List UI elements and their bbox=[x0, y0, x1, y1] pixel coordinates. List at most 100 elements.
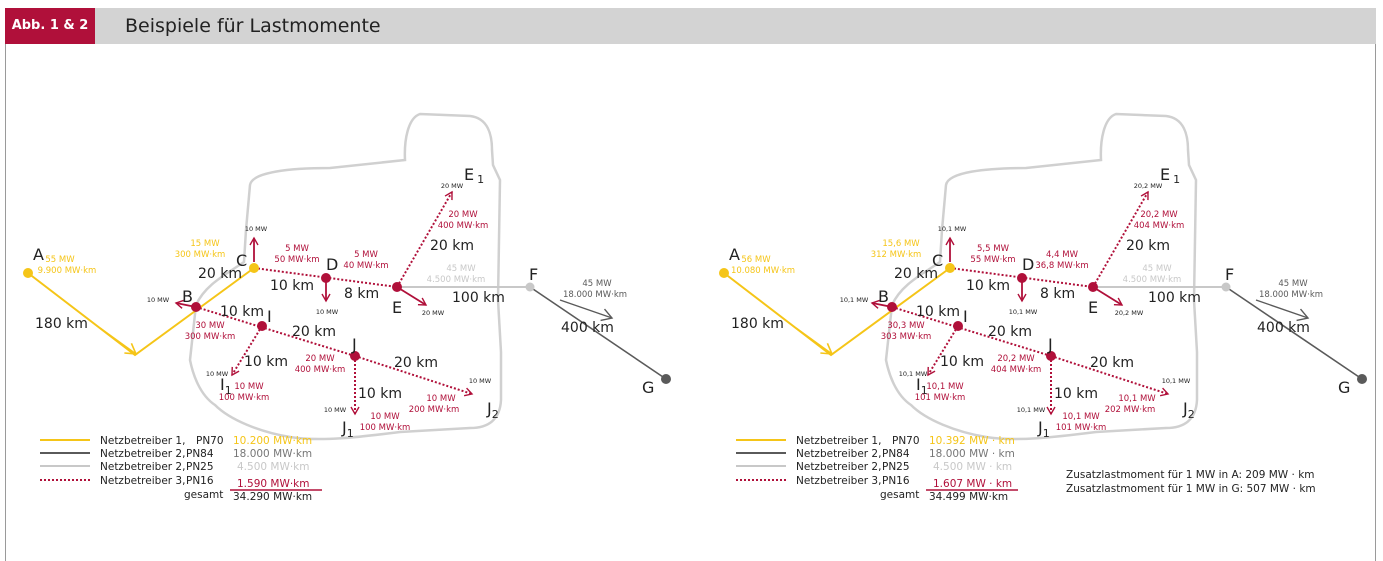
node-label-j1: J1 bbox=[341, 418, 354, 440]
annotation-fg-mw: 45 MW bbox=[582, 279, 612, 289]
legend-name-2: Netzbetreiber 2, bbox=[796, 448, 881, 460]
figure-title: Beispiele für Lastmomente bbox=[125, 15, 381, 37]
distance-ij: 20 km bbox=[988, 324, 1032, 340]
distance-bc: 20 km bbox=[198, 266, 242, 282]
annotation-ij-mwkm: 404 MW·km bbox=[991, 365, 1042, 375]
distance-ii1: 10 km bbox=[244, 354, 288, 370]
annotation-bi-mwkm: 300 MW·km bbox=[185, 332, 236, 342]
annotation-bi-mwkm: 303 MW·km bbox=[881, 332, 932, 342]
node-label-j1: J1 bbox=[1037, 418, 1050, 440]
legend-name-3: Netzbetreiber 2, bbox=[100, 461, 185, 473]
annotation-cd-mwkm: 50 MW·km bbox=[274, 255, 319, 265]
annotation-ii1-mw: 10 MW bbox=[234, 382, 264, 392]
annotation-a-mwkm: 10.080 MW·km bbox=[731, 266, 795, 276]
annotation-c-mw: 15,6 MW bbox=[882, 239, 920, 249]
distance-ij: 20 km bbox=[292, 324, 336, 340]
annotation-de-mw: 4,4 MW bbox=[1046, 250, 1079, 260]
annotation-ij-mw: 20 MW bbox=[305, 354, 335, 364]
annotation-ee1-mw: 20 MW bbox=[448, 210, 478, 220]
legend-val-3: 4.500 MW · km bbox=[933, 461, 1012, 473]
load-label-e1: 20,2 MW bbox=[1134, 182, 1163, 190]
annotation-jj2-mw: 10,1 MW bbox=[1118, 394, 1156, 404]
legend-name-3: Netzbetreiber 2, bbox=[796, 461, 881, 473]
distance-ab: 180 km bbox=[35, 316, 88, 332]
legend-total-val: 34.290 MW·km bbox=[233, 491, 312, 503]
annotation-bi-mw: 30 MW bbox=[195, 321, 225, 331]
annotation-a-mw: 55 MW bbox=[45, 255, 75, 265]
node-label-d: D bbox=[1022, 255, 1034, 274]
distance-bi: 10 km bbox=[916, 304, 960, 320]
figure-tag: Abb. 1 & 2 bbox=[5, 8, 95, 44]
node-label-i1: I1 bbox=[916, 375, 928, 397]
annotation-c-mwkm: 312 MW·km bbox=[871, 250, 922, 260]
annotation-ef-mwkm: 4.500 MW·km bbox=[427, 275, 486, 285]
legend-pn-2: PN84 bbox=[882, 448, 910, 460]
legend-val-1: 10.392 MW · km bbox=[929, 435, 1015, 447]
node-label-d: D bbox=[326, 255, 338, 274]
distance-ii1: 10 km bbox=[940, 354, 984, 370]
annotation-cd-mwkm: 55 MW·km bbox=[970, 255, 1015, 265]
distance-de: 8 km bbox=[344, 286, 379, 302]
annotation-de-mwkm: 36,8 MW·km bbox=[1035, 261, 1088, 271]
annotation-ij-mw: 20,2 MW bbox=[997, 354, 1035, 364]
distance-jj2: 20 km bbox=[394, 355, 438, 371]
load-label-j1: 10 MW bbox=[324, 406, 347, 414]
distance-ef: 100 km bbox=[452, 290, 505, 306]
legend-pn-2: PN84 bbox=[186, 448, 214, 460]
node-label-f: F bbox=[1225, 265, 1234, 284]
node-label-c: C bbox=[932, 251, 943, 270]
node-label-g: G bbox=[642, 378, 654, 397]
note-line-2: Zusatzlastmoment für 1 MW in G: 507 MW ·… bbox=[1066, 483, 1316, 495]
load-label-c: 10,1 MW bbox=[938, 225, 967, 233]
annotation-ii1-mwkm: 101 MW·km bbox=[915, 393, 966, 403]
node-label-a: A bbox=[729, 245, 740, 264]
annotation-ii1-mw: 10,1 MW bbox=[926, 382, 964, 392]
note-line-1: Zusatzlastmoment für 1 MW in A: 209 MW ·… bbox=[1066, 469, 1315, 481]
node-label-b: B bbox=[182, 287, 193, 306]
annotation-ii1-mwkm: 100 MW·km bbox=[219, 393, 270, 403]
legend-pn-3: PN25 bbox=[882, 461, 910, 473]
load-label-c: 10 MW bbox=[245, 225, 268, 233]
load-label-e: 20 MW bbox=[422, 309, 445, 317]
legend-name-2: Netzbetreiber 2, bbox=[100, 448, 185, 460]
annotation-bi-mw: 30,3 MW bbox=[887, 321, 925, 331]
node-label-e: E bbox=[1088, 298, 1098, 317]
node-label-e: E bbox=[392, 298, 402, 317]
legend-val-1: 10.200 MW·km bbox=[233, 435, 312, 447]
distance-cd: 10 km bbox=[966, 278, 1010, 294]
distance-de: 8 km bbox=[1040, 286, 1075, 302]
load-label-e: 20,2 MW bbox=[1115, 309, 1144, 317]
distance-jj1: 10 km bbox=[358, 386, 402, 402]
node-label-i: I bbox=[267, 307, 272, 326]
annotation-jj1-mw: 10 MW bbox=[370, 412, 400, 422]
legend-pn-3: PN25 bbox=[186, 461, 214, 473]
load-label-i1: 10 MW bbox=[206, 370, 229, 378]
node-label-i1: I1 bbox=[220, 375, 232, 397]
annotation-jj2-mwkm: 202 MW·km bbox=[1105, 405, 1156, 415]
annotation-de-mw: 5 MW bbox=[354, 250, 378, 260]
legend-total-val: 34.499 MW·km bbox=[929, 491, 1008, 503]
load-label-j2: 10 MW bbox=[469, 377, 492, 385]
figure-frame bbox=[5, 8, 1376, 561]
node-label-g: G bbox=[1338, 378, 1350, 397]
distance-cd: 10 km bbox=[270, 278, 314, 294]
distance-fg: 400 km bbox=[1257, 320, 1310, 336]
distance-bi: 10 km bbox=[220, 304, 264, 320]
annotation-jj2-mwkm: 200 MW·km bbox=[409, 405, 460, 415]
load-label-d: 10 MW bbox=[316, 308, 339, 316]
annotation-fg-mwkm: 18.000 MW·km bbox=[563, 290, 627, 300]
legend-total-label: gesamt bbox=[184, 489, 223, 501]
annotation-ef-mwkm: 4.500 MW·km bbox=[1123, 275, 1182, 285]
annotation-ef-mw: 45 MW bbox=[1142, 264, 1172, 274]
annotation-fg-mwkm: 18.000 MW·km bbox=[1259, 290, 1323, 300]
annotation-a-mw: 56 MW bbox=[741, 255, 771, 265]
legend-name-1: Netzbetreiber 1, bbox=[100, 435, 185, 447]
legend-val-4: 1.607 MW · km bbox=[933, 478, 1012, 490]
annotation-jj2-mw: 10 MW bbox=[426, 394, 456, 404]
distance-ee1: 20 km bbox=[430, 238, 474, 254]
legend-name-1: Netzbetreiber 1, bbox=[796, 435, 881, 447]
